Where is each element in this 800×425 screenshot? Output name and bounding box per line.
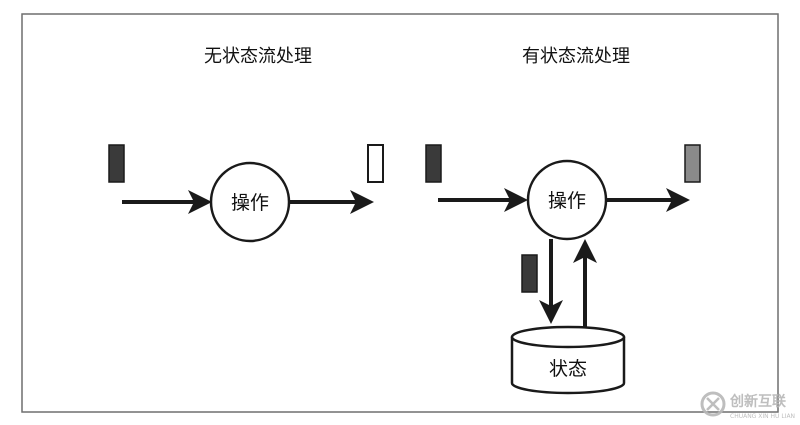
stateless-title: 无状态流处理: [204, 46, 312, 67]
input-event-dark: [108, 144, 125, 183]
diagram-frame: [21, 13, 779, 413]
stateful-section: 有状态流处理 操作 状态: [425, 46, 701, 395]
output-event-gray: [684, 144, 701, 183]
state-store-label: 状态: [549, 358, 587, 380]
stateful-input-event-dark: [425, 144, 442, 183]
state-event-dark: [521, 254, 538, 293]
watermark-logo-mark: [706, 397, 720, 411]
stateful-operator-label: 操作: [548, 190, 586, 212]
state-store-top: [510, 325, 626, 349]
output-event-empty: [367, 144, 384, 183]
stateless-operator-label: 操作: [231, 192, 269, 214]
watermark-logo-icon: [700, 391, 726, 417]
stateless-section: 无状态流处理 操作: [108, 46, 384, 243]
state-store-body: [510, 337, 626, 395]
watermark-pinyin: CHUANG XIN HU LIAN: [730, 413, 795, 420]
stateful-title: 有状态流处理: [522, 46, 630, 67]
watermark: 创新互联 CHUANG XIN HU LIAN: [700, 391, 795, 420]
watermark-name: 创新互联: [729, 393, 787, 410]
state-store-cylinder: 状态: [510, 325, 626, 395]
